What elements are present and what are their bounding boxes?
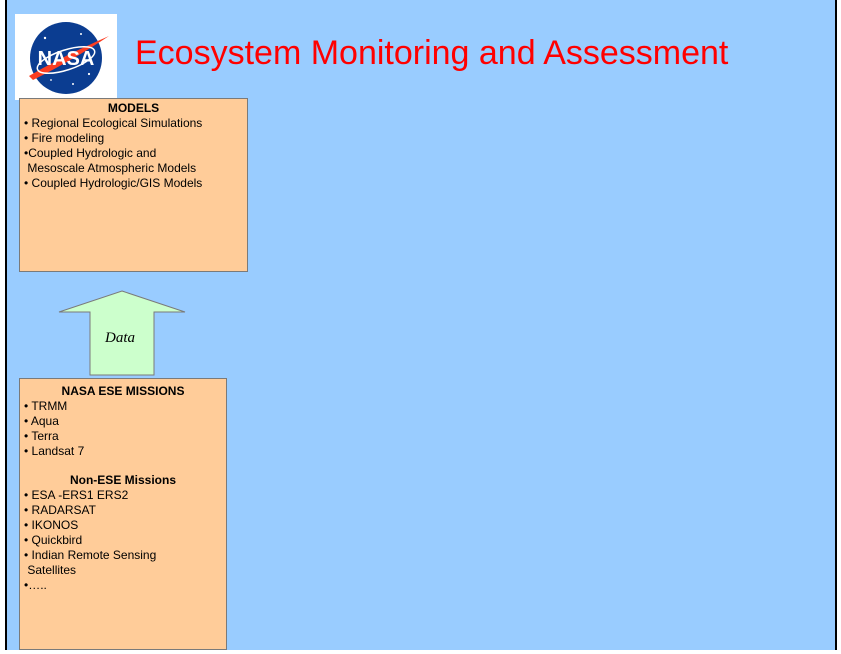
non-ese-item: • ESA -ERS1 ERS2 — [24, 488, 129, 502]
missions-item: • Landsat 7 — [24, 444, 85, 458]
missions-list: • TRMM • Aqua • Terra • Landsat 7 — [24, 399, 222, 459]
non-ese-heading: Non-ESE Missions — [69, 473, 176, 487]
models-item: •Coupled Hydrologic and Mesoscale Atmosp… — [24, 146, 197, 175]
models-box: MODELS • Regional Ecological Simulations… — [19, 98, 248, 272]
missions-item: • Aqua — [24, 414, 59, 428]
slide: NASA Ecosystem Monitoring and Assessment… — [5, 0, 837, 650]
logo-text: NASA — [38, 48, 95, 70]
non-ese-item: • IKONOS — [24, 518, 79, 532]
arrow-label: Data — [105, 330, 135, 346]
slide-title: Ecosystem Monitoring and Assessment — [135, 34, 729, 72]
missions-item: • TRMM — [24, 399, 68, 413]
models-heading: MODELS — [107, 101, 160, 115]
non-ese-item: •….. — [24, 578, 47, 592]
models-item: • Regional Ecological Simulations — [24, 116, 203, 130]
non-ese-item: • Quickbird — [24, 533, 83, 547]
missions-heading: NASA ESE MISSIONS — [61, 384, 185, 398]
models-item: • Coupled Hydrologic/GIS Models — [24, 176, 203, 190]
missions-box: NASA ESE MISSIONS • TRMM • Aqua • Terra … — [19, 378, 227, 650]
non-ese-item: • Indian Remote Sensing Satellites — [24, 548, 157, 577]
non-ese-item: • RADARSAT — [24, 503, 96, 517]
non-ese-list: • ESA -ERS1 ERS2 • RADARSAT • IKONOS • Q… — [24, 488, 222, 593]
missions-item: • Terra — [24, 429, 59, 443]
models-list: • Regional Ecological Simulations • Fire… — [24, 116, 243, 191]
nasa-meatball-icon: NASA — [29, 22, 109, 94]
nasa-logo: NASA — [15, 14, 117, 100]
data-arrow-up-icon — [58, 290, 186, 376]
models-item: • Fire modeling — [24, 131, 105, 145]
